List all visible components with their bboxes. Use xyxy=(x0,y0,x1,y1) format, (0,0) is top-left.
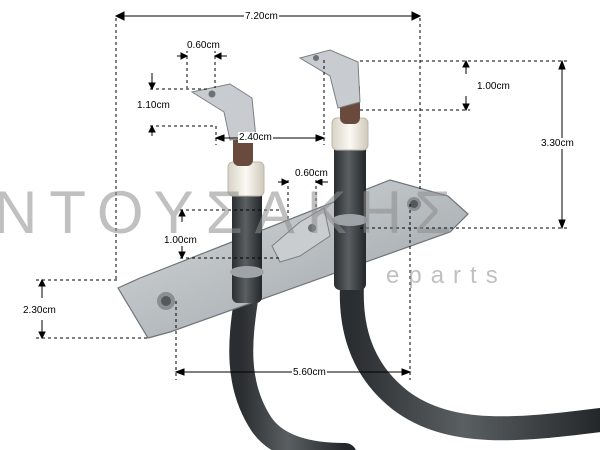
dim-terminal-width: 0.60cm xyxy=(186,40,221,51)
heating-loop xyxy=(229,273,600,450)
dim-clip-height: 1.00cm xyxy=(163,235,198,246)
plate-hole-right xyxy=(407,197,421,211)
left-terminal xyxy=(190,83,257,166)
ground-clip xyxy=(271,207,331,263)
watermark-brand: ΝΤΟΥΣΑΚΗΣ xyxy=(0,179,464,246)
dim-hole-spacing: 5.60cm xyxy=(292,367,327,378)
dim-overall-width: 7.20cm xyxy=(244,11,279,22)
dim-terminal-height-right: 1.00cm xyxy=(476,81,511,92)
dim-terminal-spacing: 2.40cm xyxy=(238,132,273,143)
dim-clip-width: 0.60cm xyxy=(294,168,329,179)
watermark-subtitle: eparts xyxy=(386,262,507,289)
right-terminal xyxy=(298,49,361,124)
dim-total-height: 3.30cm xyxy=(540,138,575,149)
dim-terminal-height-left: 1.10cm xyxy=(136,100,171,111)
mounting-plate xyxy=(117,179,469,339)
dim-bracket-height: 2.30cm xyxy=(22,305,57,316)
plate-hole-left xyxy=(157,292,175,310)
